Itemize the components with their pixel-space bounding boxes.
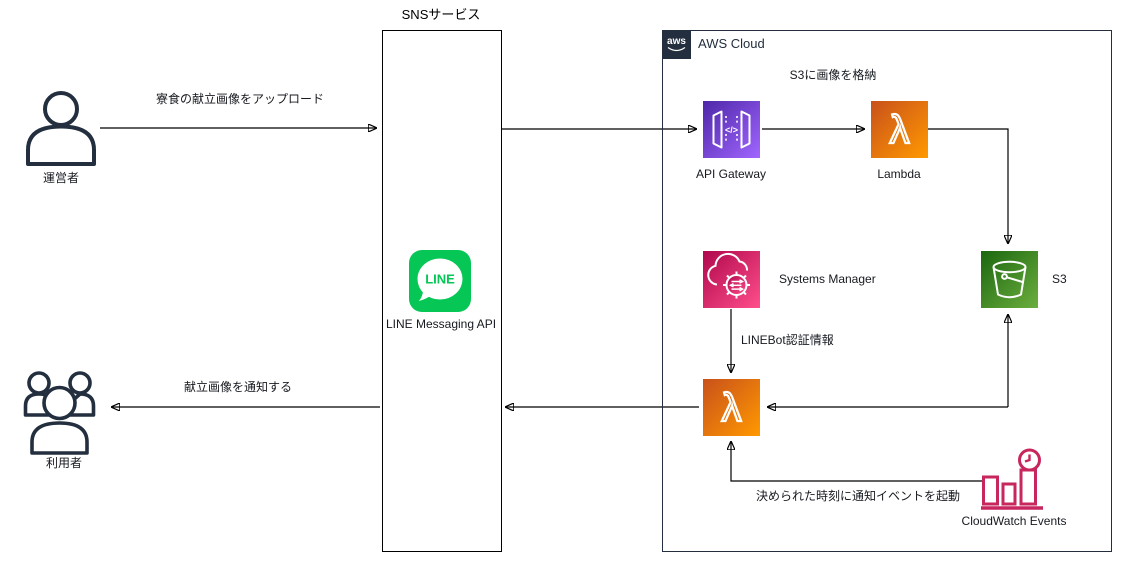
sns-service-box: [382, 30, 502, 552]
operator-label: 運営者: [42, 171, 80, 185]
user-people-icon: [23, 371, 96, 455]
cloudwatch-events-icon: [981, 448, 1043, 510]
edge-label-store: S3に画像を格納: [789, 68, 877, 82]
sns-box-title: SNSサービス: [401, 7, 481, 22]
lambda-bottom-icon: λ: [703, 379, 760, 436]
api-gateway-icon: </>: [703, 101, 760, 158]
line-app-icon: LINE: [409, 250, 471, 312]
s3-icon: [981, 251, 1038, 308]
edge-label-credentials: LINEBot認証情報: [741, 333, 834, 347]
operator-person-icon: [26, 91, 96, 166]
svg-text:</>: </>: [725, 125, 738, 135]
svg-text:λ: λ: [722, 386, 742, 430]
aws-logo-icon: aws: [662, 30, 691, 59]
edge-label-upload: 寮食の献立画像をアップロード: [155, 92, 325, 106]
cloudwatch-events-label: CloudWatch Events: [961, 514, 1067, 528]
aws-cloud-box: [662, 30, 1112, 552]
api-gateway-label: API Gateway: [695, 167, 767, 181]
svg-text:aws: aws: [667, 36, 686, 47]
systems-manager-icon: [703, 251, 760, 308]
svg-text:λ: λ: [890, 108, 910, 152]
svg-text:LINE: LINE: [425, 272, 455, 287]
systems-manager-label: Systems Manager: [779, 272, 876, 286]
lambda-label: Lambda: [877, 167, 921, 181]
s3-label: S3: [1052, 272, 1067, 286]
user-label: 利用者: [45, 456, 83, 470]
line-messaging-api-label: LINE Messaging API: [385, 317, 497, 331]
lambda-icon: λ: [871, 101, 928, 158]
edge-label-notify: 献立画像を通知する: [183, 380, 293, 394]
edge-label-schedule: 決められた時刻に通知イベントを起動: [755, 489, 961, 503]
aws-box-title: AWS Cloud: [698, 36, 765, 51]
